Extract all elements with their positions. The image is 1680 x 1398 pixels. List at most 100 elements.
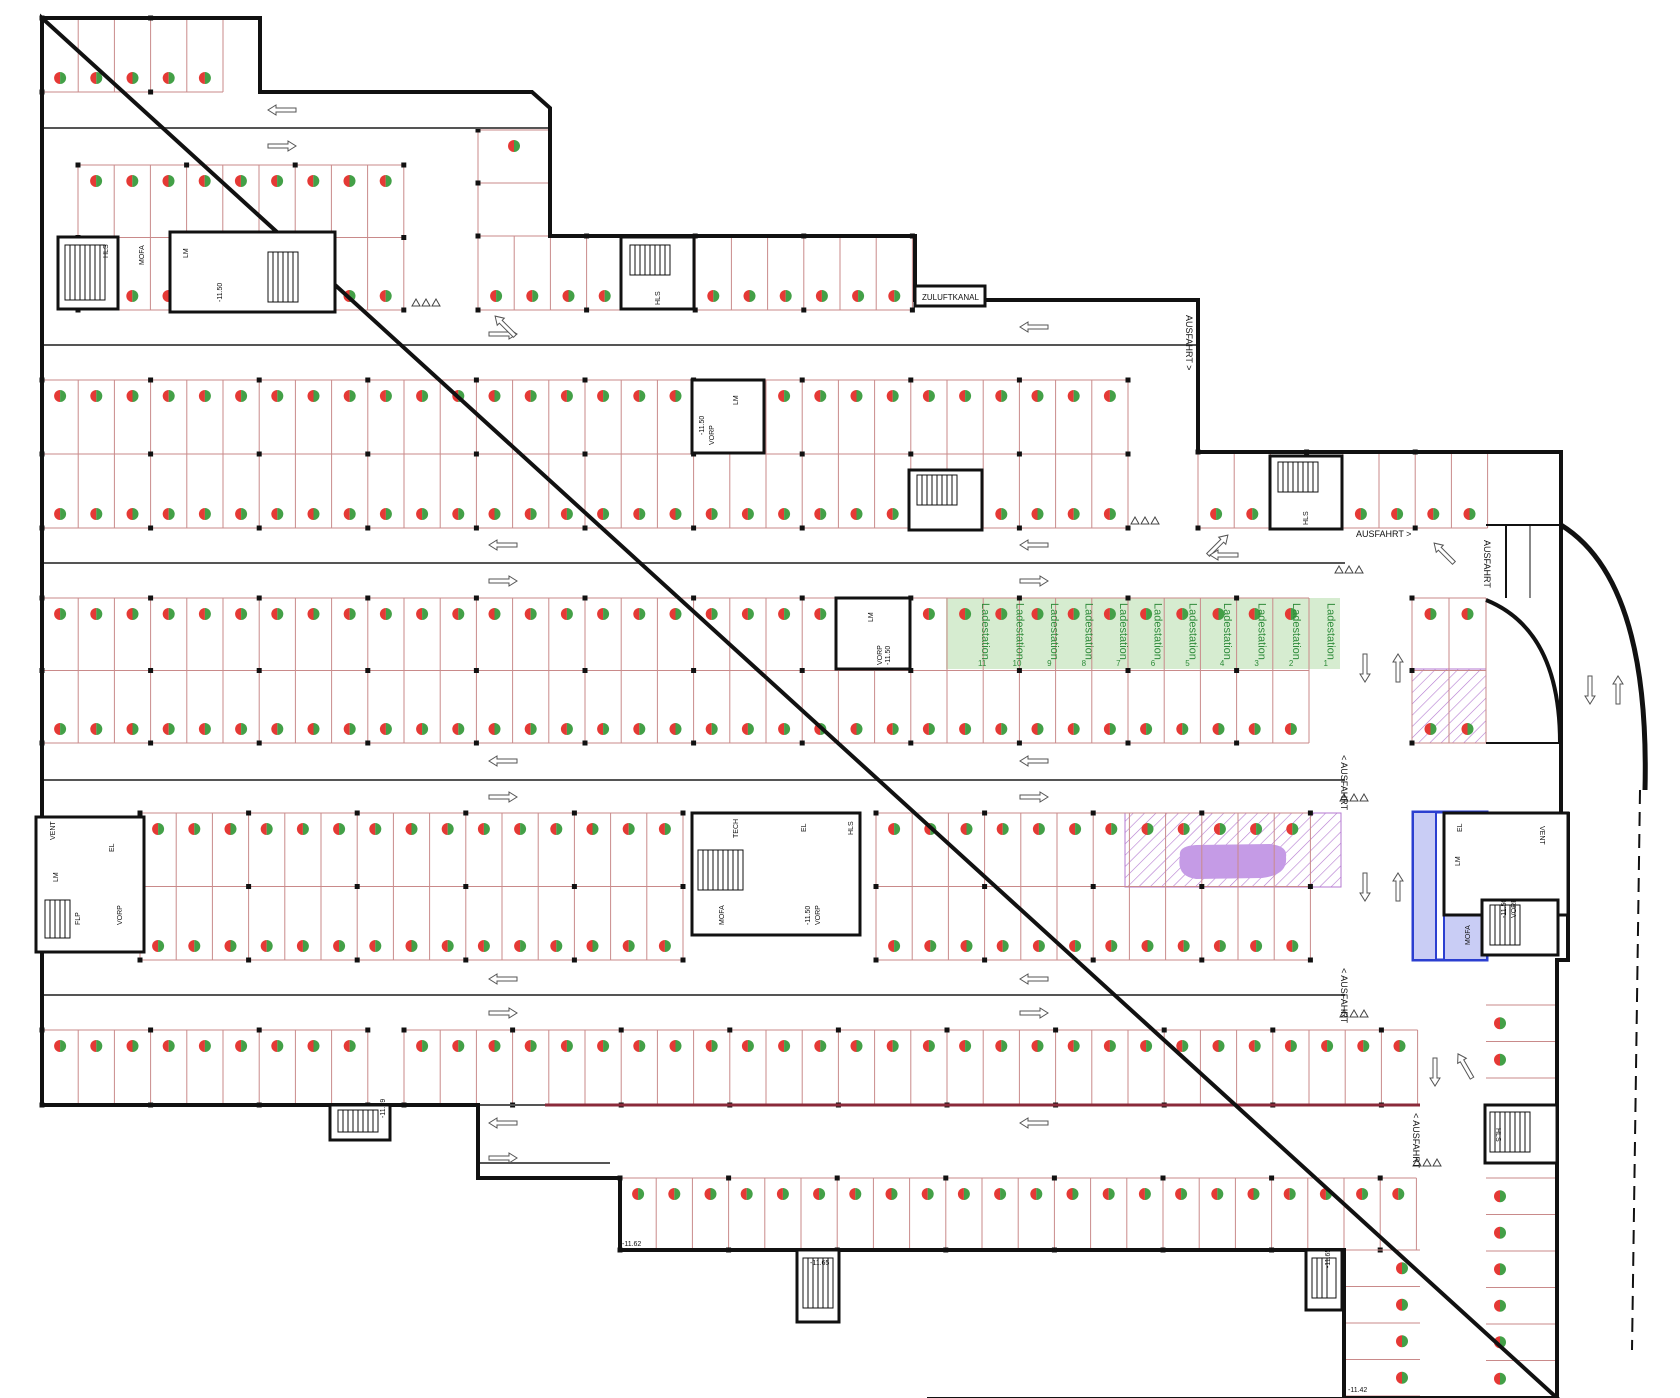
parking-spot-marker-icon <box>343 723 356 735</box>
parking-spot-marker-icon <box>416 608 429 620</box>
staircase-icon <box>802 1257 834 1309</box>
marker-green-half <box>132 723 139 735</box>
column <box>1160 1175 1166 1181</box>
marker-red-half <box>162 508 169 520</box>
parking-spot-marker-icon <box>1250 823 1263 835</box>
marker-red-half <box>524 723 531 735</box>
marker-green-half <box>230 823 237 835</box>
marker-green-half <box>194 940 201 952</box>
label-lm-2: LM <box>733 395 740 405</box>
marker-red-half <box>271 390 278 402</box>
parking-spot-marker-icon <box>705 608 718 620</box>
marker-green-half <box>385 290 392 302</box>
parking-spot-marker-icon <box>307 390 320 402</box>
marker-red-half <box>1210 508 1217 520</box>
parking-spot-marker-icon <box>633 608 646 620</box>
column <box>354 810 360 816</box>
charging-station-number: 3 <box>1254 659 1259 668</box>
charging-station-number: 6 <box>1151 659 1156 668</box>
marker-green-half <box>168 390 175 402</box>
column <box>401 1027 407 1033</box>
parking-spot-marker-icon <box>705 1040 718 1052</box>
marker-green-half <box>1182 1040 1189 1052</box>
parking-spot-marker-icon <box>234 175 247 187</box>
marker-red-half <box>705 608 712 620</box>
arrow-shape <box>1209 549 1239 561</box>
marker-red-half <box>622 823 629 835</box>
marker-green-half <box>132 290 139 302</box>
staircase-icon <box>697 849 744 891</box>
marker-green-half <box>1500 1226 1506 1239</box>
direction-arrow-icon <box>1019 539 1049 551</box>
label-ausfahrt-mid1: < AUSFAHRT <box>1339 755 1349 811</box>
marker-green-half <box>411 940 418 952</box>
column <box>365 377 371 383</box>
marker-green-half <box>747 723 754 735</box>
marker-red-half <box>416 390 423 402</box>
parking-spot-marker-icon <box>994 1188 1007 1200</box>
parking-spot-marker-icon <box>452 723 465 735</box>
marker-green-half <box>785 290 792 302</box>
marker-red-half <box>379 608 386 620</box>
marker-green-half <box>965 723 972 735</box>
charging-station-label: Ladestation <box>979 603 991 660</box>
marker-green-half <box>204 608 211 620</box>
parking-spot-marker-icon <box>54 508 67 520</box>
marker-red-half <box>1494 1190 1500 1203</box>
marker-green-half <box>494 723 501 735</box>
marker-green-half <box>60 608 67 620</box>
column <box>246 884 252 889</box>
marker-red-half <box>597 723 604 735</box>
arrow-shape <box>1433 542 1457 566</box>
marker-green-half <box>1182 723 1189 735</box>
parking-spot-marker-icon <box>1424 723 1437 735</box>
marker-green-half <box>639 608 646 620</box>
marker-red-half <box>198 175 205 187</box>
marker-green-half <box>1219 940 1226 952</box>
column <box>365 451 371 457</box>
column <box>1053 1027 1059 1033</box>
arrow-shape <box>488 539 518 551</box>
staircase-icon <box>1489 904 1521 946</box>
label-level-1162: -11.62 <box>622 1241 641 1248</box>
marker-green-half <box>1146 1040 1153 1052</box>
marker-red-half <box>957 1188 964 1200</box>
marker-red-half <box>814 608 821 620</box>
marker-green-half <box>422 1040 429 1052</box>
parking-spot-marker-icon <box>597 508 610 520</box>
parking-spot-marker-icon <box>705 508 718 520</box>
parking-spot-marker-icon <box>224 940 237 952</box>
marker-red-half <box>886 390 893 402</box>
parking-spot-marker-icon <box>1461 608 1474 620</box>
marker-green-half <box>1290 608 1297 620</box>
marker-green-half <box>132 72 139 84</box>
marker-green-half <box>1399 1040 1406 1052</box>
marker-green-half <box>1362 1188 1369 1200</box>
label-hls-4: HLS <box>848 821 855 835</box>
column <box>473 595 479 601</box>
marker-green-half <box>349 608 356 620</box>
marker-red-half <box>1031 608 1038 620</box>
triangle-marker-icon <box>1349 1008 1359 1018</box>
parking-spot-marker-icon <box>1067 1040 1080 1052</box>
parking-spot-marker-icon <box>235 723 248 735</box>
triangle-marker-icon <box>411 297 421 307</box>
direction-arrow-icon <box>1019 973 1049 985</box>
marker-green-half <box>204 390 211 402</box>
column <box>1270 1027 1276 1033</box>
marker-red-half <box>333 940 340 952</box>
parking-spot-marker-icon <box>198 175 211 187</box>
marker-green-half <box>1292 823 1299 835</box>
parking-spot-marker-icon <box>307 608 320 620</box>
column <box>473 668 479 673</box>
marker-red-half <box>922 390 929 402</box>
marker-red-half <box>1250 823 1257 835</box>
staircase-icon <box>267 251 299 303</box>
marker-red-half <box>54 1040 61 1052</box>
marker-green-half <box>339 940 346 952</box>
marker-red-half <box>560 1040 567 1052</box>
marker-red-half <box>1069 823 1076 835</box>
parking-spot-marker-icon <box>633 723 646 735</box>
marker-green-half <box>711 723 718 735</box>
marker-red-half <box>1393 1040 1400 1052</box>
